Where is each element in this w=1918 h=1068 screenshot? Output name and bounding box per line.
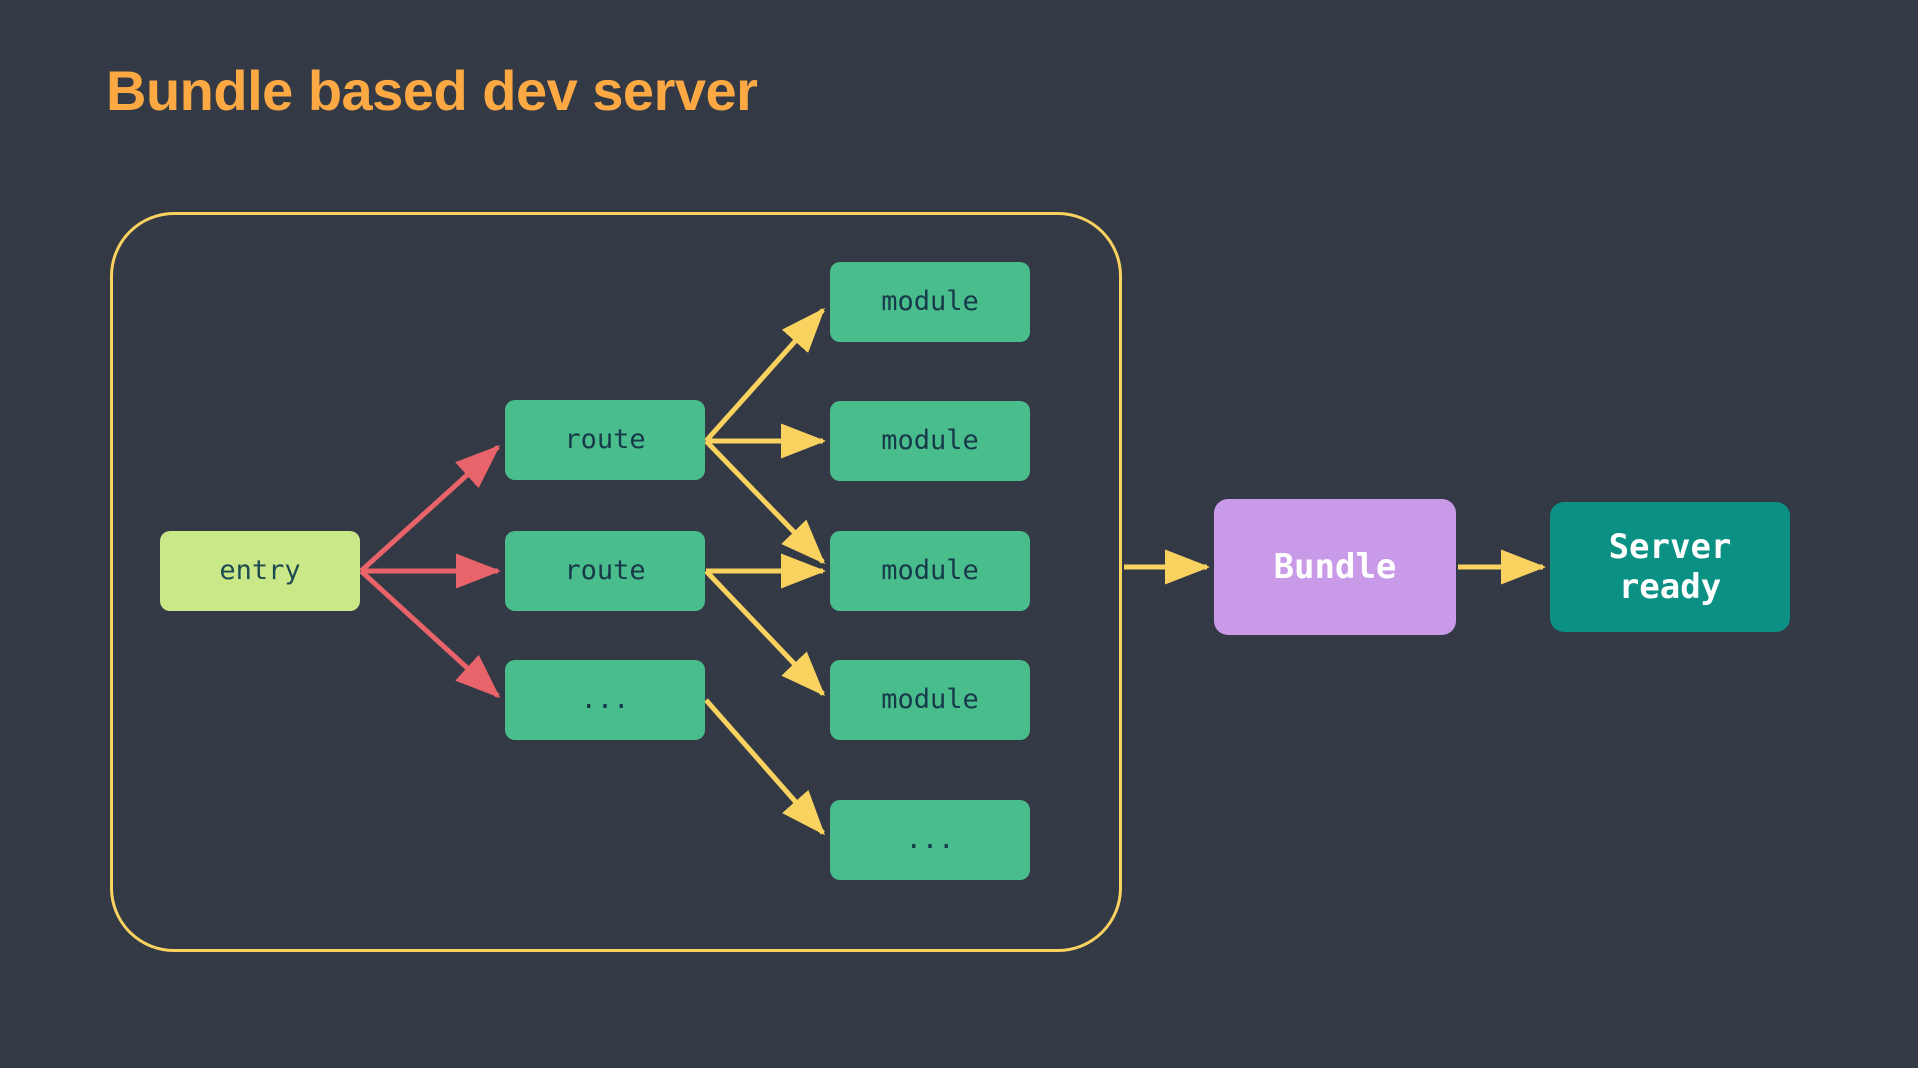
node-server-ready[interactable]: Server ready: [1550, 502, 1790, 632]
page-title: Bundle based dev server: [106, 59, 758, 122]
node-module-3[interactable]: module: [830, 531, 1030, 611]
node-route-ellipsis[interactable]: ...: [505, 660, 705, 740]
node-route-1[interactable]: route: [505, 400, 705, 480]
dev-server-group-container: [110, 212, 1122, 952]
node-module-2[interactable]: module: [830, 401, 1030, 481]
node-module-4[interactable]: module: [830, 660, 1030, 740]
node-module-ellipsis[interactable]: ...: [830, 800, 1030, 880]
node-module-1[interactable]: module: [830, 262, 1030, 342]
node-route-2[interactable]: route: [505, 531, 705, 611]
node-entry[interactable]: entry: [160, 531, 360, 611]
node-bundle[interactable]: Bundle: [1214, 499, 1456, 635]
